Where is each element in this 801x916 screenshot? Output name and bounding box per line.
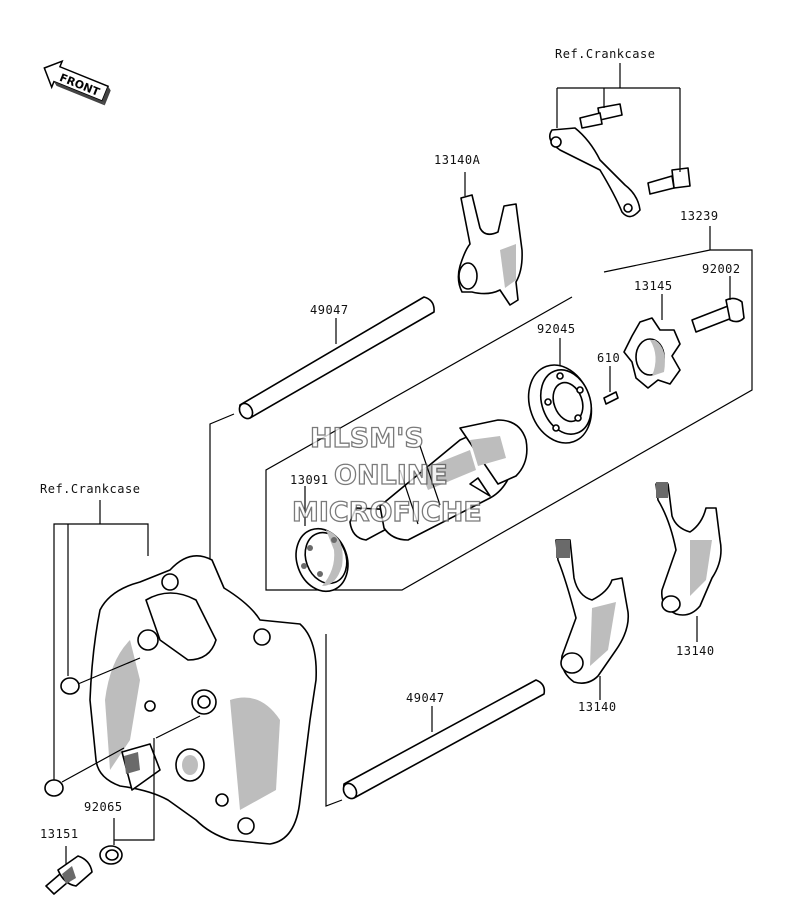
- label-92002: 92002: [702, 262, 741, 276]
- drum-assembly-13239-outline: [265, 226, 753, 591]
- label-13239: 13239: [680, 209, 719, 223]
- label-13151: 13151: [40, 827, 79, 841]
- pin-610: [603, 366, 619, 405]
- front-arrow-icon: FRONT: [43, 59, 111, 106]
- pin-plate-13145: [623, 294, 681, 389]
- label-13140-right: 13140: [676, 644, 715, 658]
- label-13140a: 13140A: [434, 153, 481, 167]
- label-49047-upper: 49047: [310, 303, 349, 317]
- neutral-switch-13151: [45, 846, 93, 895]
- shaft-lower-49047: [342, 679, 546, 800]
- bearing-92045: [527, 338, 593, 444]
- shift-fork-13140-center: [555, 539, 630, 700]
- label-ref-crankcase-top: Ref.Crankcase: [555, 47, 655, 61]
- crankcase-housing: [44, 500, 317, 845]
- label-610: 610: [597, 351, 620, 365]
- watermark: HLSM'S ONLINE MICROFICHE: [291, 422, 482, 528]
- washer-92065: [99, 738, 155, 865]
- label-13091: 13091: [290, 473, 329, 487]
- shaft-upper-49047: [238, 296, 435, 420]
- shift-fork-13140a: [457, 172, 523, 306]
- label-49047-lower: 49047: [406, 691, 445, 705]
- watermark-line-3: MICROFICHE: [292, 497, 482, 528]
- bolt-92002: [691, 276, 745, 333]
- crankcase-bracket-top: [549, 63, 691, 218]
- watermark-line-2: ONLINE: [334, 460, 448, 491]
- label-13145: 13145: [634, 279, 673, 293]
- label-ref-crankcase-left: Ref.Crankcase: [40, 482, 140, 496]
- bearing-plate-13091: [295, 486, 349, 593]
- shift-drum: [349, 419, 528, 541]
- leader-lines: [209, 413, 343, 807]
- shift-fork-13140-right: [655, 482, 722, 642]
- watermark-line-1: HLSM'S: [310, 423, 424, 454]
- label-92045: 92045: [537, 322, 576, 336]
- label-92065: 92065: [84, 800, 123, 814]
- label-13140-center: 13140: [578, 700, 617, 714]
